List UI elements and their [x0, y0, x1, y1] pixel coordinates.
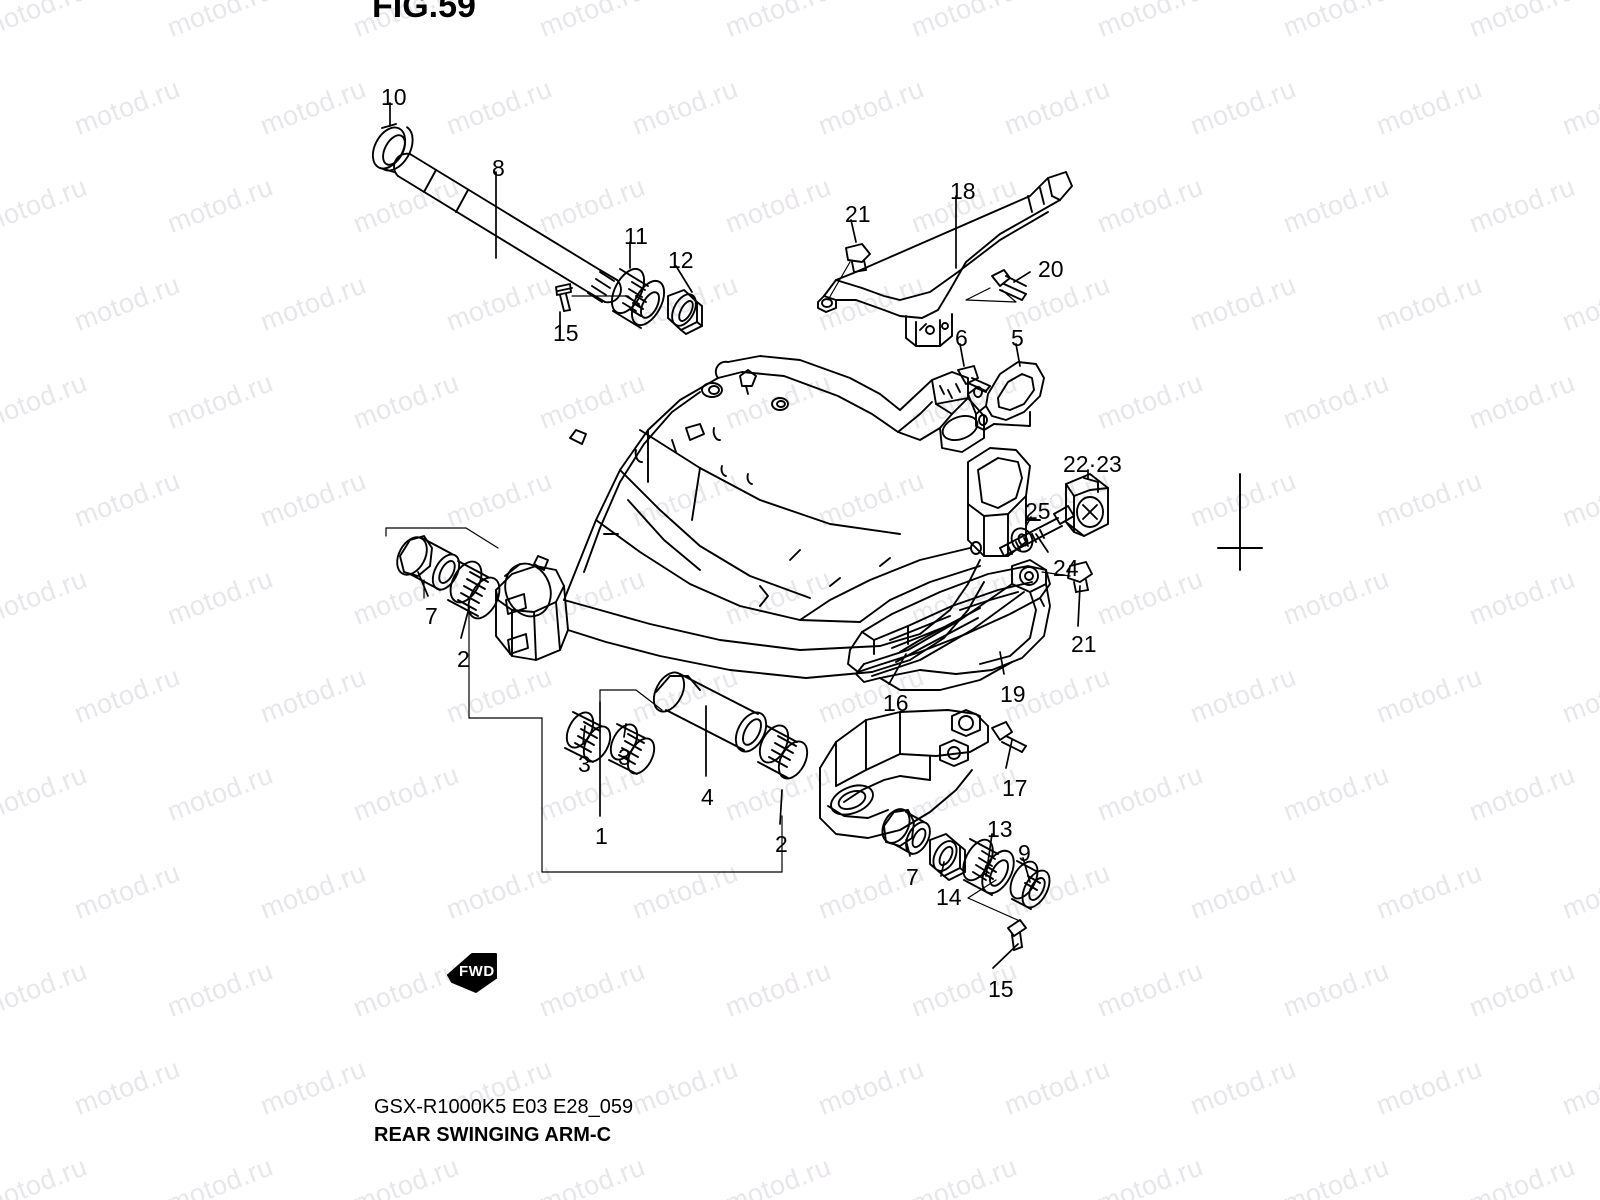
- callout-number: 19: [1000, 681, 1026, 707]
- part-5-hook-guide: [967, 361, 1045, 431]
- main-swingarm-body: [495, 355, 1041, 679]
- part-10-seal: [371, 123, 414, 173]
- fwd-arrow-marker: [447, 953, 497, 993]
- callout-number: 2: [457, 646, 470, 672]
- callout-number: 2: [775, 831, 788, 857]
- part-16-tensioner-arm: [819, 709, 989, 839]
- callout-number: 4: [701, 784, 714, 810]
- callout-number: 16: [883, 690, 909, 716]
- callout-number: 11: [624, 223, 648, 249]
- callout-number: 14: [936, 884, 962, 910]
- callout-number: 24: [1053, 555, 1079, 581]
- callout-number: 12: [668, 247, 694, 273]
- callout-number: 18: [950, 178, 976, 204]
- part-6-bolt: [957, 365, 991, 392]
- callout-number: 1: [595, 823, 608, 849]
- callout-number: 3: [618, 744, 631, 770]
- callout-number: 3: [578, 751, 591, 777]
- callout-number: 6: [955, 325, 968, 351]
- figure-caption: GSX-R1000K5 E03 E28_059 REAR SWINGING AR…: [374, 1094, 633, 1149]
- part-2-bearing-right: [757, 724, 809, 780]
- callout-number: 21: [845, 201, 871, 227]
- callout-number: 5: [1011, 325, 1024, 351]
- callout-number: 7: [906, 864, 919, 890]
- callout-number: 17: [1002, 775, 1028, 801]
- part-22-23-adjuster-block: [1065, 473, 1109, 537]
- part-15-screw-upper: [555, 283, 573, 312]
- callout-number: 13: [987, 816, 1013, 842]
- part-19-chain-guard: [847, 565, 1051, 673]
- callout-number: 20: [1038, 256, 1064, 282]
- torque-link-arm: [855, 559, 1051, 691]
- fwd-arrow-label: FWD: [459, 963, 495, 980]
- part-9-seal-ring: [1009, 860, 1051, 910]
- part-12-lock-nut: [667, 289, 703, 335]
- callout-number: 15: [553, 320, 579, 346]
- callout-number: 7: [425, 603, 438, 629]
- figure-title: FIG.59: [372, 0, 476, 25]
- part-7-spacer-left: [396, 535, 461, 591]
- part-25-washer: [1010, 527, 1034, 553]
- part-21-screw-upper: [845, 243, 871, 273]
- callout-number: 22·23: [1063, 451, 1122, 477]
- callout-number: 21: [1071, 631, 1097, 657]
- part-15-screw-lower: [1007, 919, 1027, 951]
- caption-model-code: GSX-R1000K5 E03 E28_059: [374, 1096, 634, 1118]
- callout-number: 25: [1025, 498, 1051, 524]
- part-11-adjuster: [610, 267, 666, 329]
- part-7-spacer-right: [881, 808, 931, 855]
- registration-mark: [1217, 473, 1263, 571]
- part-14-hex-nut: [929, 833, 966, 881]
- part-8-pivot-shaft: [393, 152, 622, 304]
- callout-number: 9: [1018, 840, 1031, 866]
- leader-lines: [389, 102, 1089, 969]
- callout-number: 15: [988, 976, 1014, 1002]
- part-13-threaded-adjuster: [962, 838, 1015, 896]
- part-2-bearing-left: [447, 560, 501, 620]
- callout-number: 8: [492, 155, 505, 181]
- part-3-bearing-b: [608, 723, 656, 775]
- part-18-chain-guard: [817, 171, 1073, 347]
- caption-assembly-name: REAR SWINGING ARM-C: [374, 1123, 612, 1146]
- callout-number: 10: [381, 84, 407, 110]
- part-4-spacer-tube: [652, 671, 768, 753]
- part-17-bolt: [991, 721, 1027, 753]
